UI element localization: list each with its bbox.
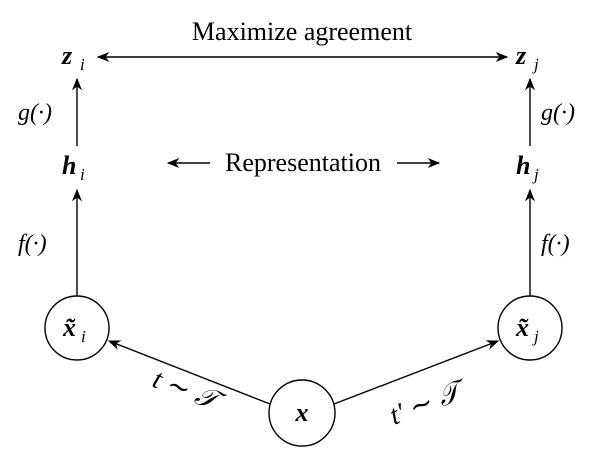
- right-h-symbol: h: [516, 151, 530, 180]
- left-augmented-view-node: x̃ i: [44, 295, 110, 361]
- left-z-subscript: i: [80, 55, 85, 74]
- input-node: x: [268, 379, 336, 447]
- left-augmented-circle: [44, 295, 110, 361]
- left-x-tilde-symbol: x̃: [62, 313, 76, 342]
- input-x-symbol: x: [295, 398, 309, 427]
- representation-label: Representation: [225, 148, 381, 177]
- right-g-label: g(·): [541, 100, 575, 126]
- left-z-symbol: z: [61, 41, 73, 70]
- left-g-label: g(·): [18, 100, 52, 126]
- right-x-tilde-symbol: x̃: [515, 313, 529, 342]
- maximize-agreement-label: Maximize agreement: [192, 17, 413, 46]
- right-h-subscript: j: [532, 165, 539, 184]
- right-projection-output: z j: [515, 41, 539, 74]
- left-h-subscript: i: [80, 165, 85, 184]
- left-representation: h i: [62, 151, 85, 184]
- left-x-tilde-subscript: i: [81, 327, 86, 346]
- right-augmentation-arrow: [333, 340, 500, 405]
- right-z-symbol: z: [515, 41, 527, 70]
- right-transform-label: t′ ∼ 𝒯: [385, 373, 472, 431]
- left-h-symbol: h: [62, 151, 76, 180]
- right-representation: h j: [516, 151, 539, 184]
- left-f-label: f(·): [18, 231, 47, 257]
- right-z-subscript: j: [532, 55, 539, 74]
- left-projection-output: z i: [61, 41, 85, 74]
- left-augmentation-arrow: [107, 340, 271, 405]
- right-f-label: f(·): [541, 231, 570, 257]
- right-augmented-circle: [497, 295, 563, 361]
- input-circle: [268, 379, 336, 447]
- right-augmented-view-node: x̃ j: [497, 295, 563, 361]
- right-x-tilde-subscript: j: [532, 327, 539, 346]
